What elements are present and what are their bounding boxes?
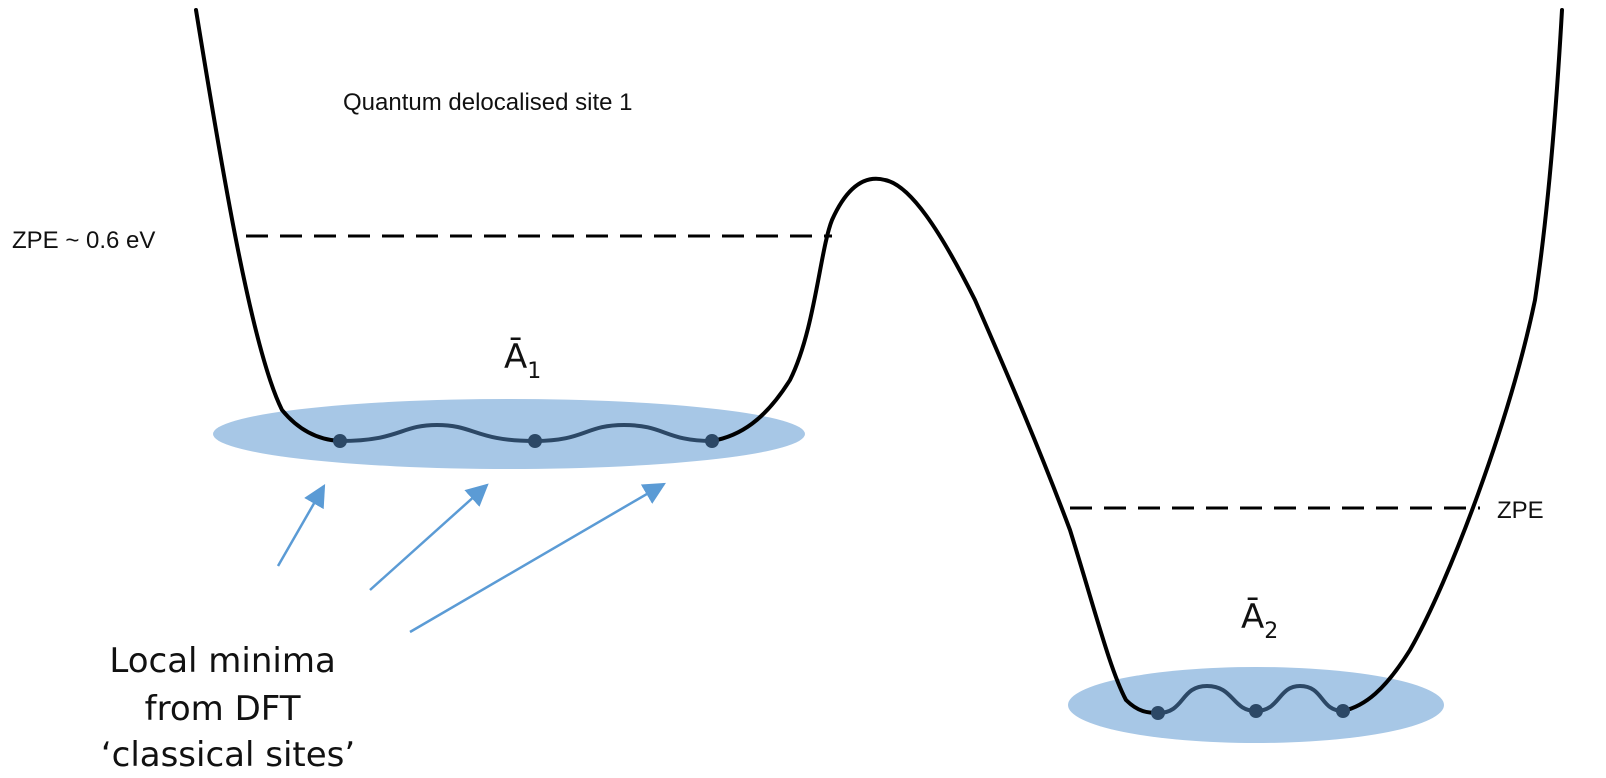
minimum-point xyxy=(1151,706,1165,720)
quantum-site-label: Quantum delocalised site 1 xyxy=(343,89,633,116)
minimum-point xyxy=(1249,704,1263,718)
zpe-left-label: ZPE ~ 0.6 eV xyxy=(12,227,155,254)
state-1-subscript: 1 xyxy=(527,359,541,384)
caption-line-3: ‘classical sites’ xyxy=(101,735,355,775)
minimum-point xyxy=(528,434,542,448)
state-1-symbol: Ā xyxy=(504,337,527,377)
zpe-right-label: ZPE xyxy=(1497,497,1544,524)
arrow-3 xyxy=(409,482,666,634)
minimum-point xyxy=(333,434,347,448)
minimum-point xyxy=(705,434,719,448)
potential-energy-curve xyxy=(194,8,1564,715)
local-minima-caption: Local minima from DFT ‘classical sites’ xyxy=(101,641,355,775)
state-1-label: Ā1 xyxy=(504,337,541,384)
arrow-2 xyxy=(369,483,489,591)
caption-line-1: Local minima xyxy=(109,641,335,681)
well-1-shading xyxy=(213,399,805,469)
state-2-subscript: 2 xyxy=(1264,619,1278,644)
minimum-point xyxy=(1336,704,1350,718)
arrow-1 xyxy=(276,484,326,567)
state-2-symbol: Ā xyxy=(1241,597,1264,637)
state-2-label: Ā2 xyxy=(1241,597,1278,644)
caption-line-2: from DFT xyxy=(145,689,301,729)
